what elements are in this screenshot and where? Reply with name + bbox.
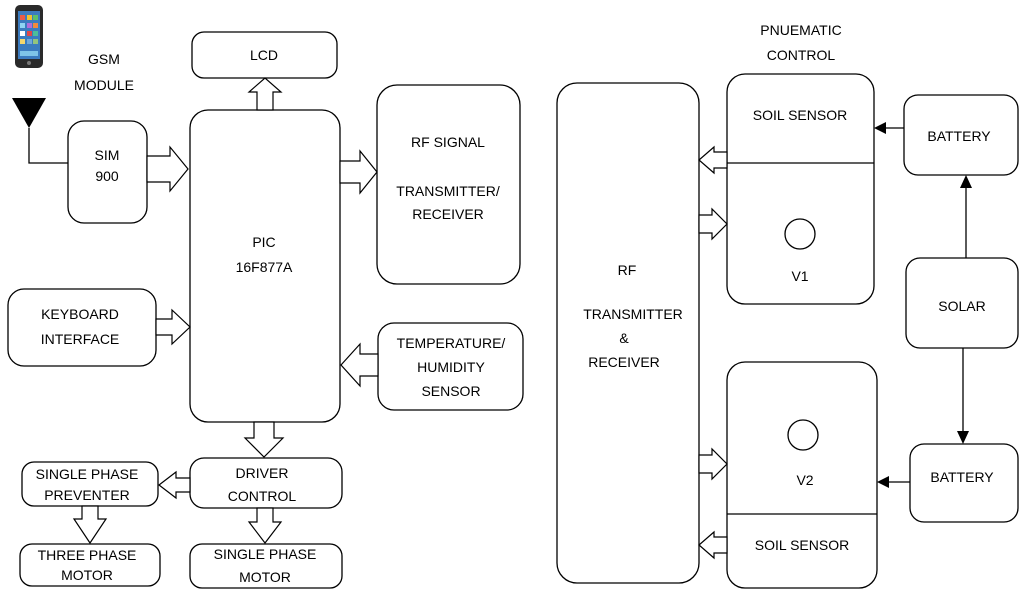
preventer-label-line1: SINGLE PHASE <box>36 466 139 482</box>
arrow-soil-sensor-bottom-to-rf <box>698 530 728 560</box>
rf-transmitter-receiver-block: RF TRANSMITTER & RECEIVER <box>556 82 700 584</box>
battery-bottom-label: BATTERY <box>930 469 994 485</box>
rf-tr-label-line2: TRANSMITTER <box>583 306 683 322</box>
arrow-battery-bottom-to-valve2 <box>877 476 910 488</box>
arrow-pic-to-rf-signal <box>339 149 378 195</box>
battery-top-label: BATTERY <box>927 128 991 144</box>
v2-label: V2 <box>796 472 813 488</box>
battery-top-block: BATTERY <box>903 94 1019 176</box>
driver-label-line2: CONTROL <box>228 488 297 504</box>
three-motor-label-line2: MOTOR <box>61 567 113 583</box>
pic-label-line1: PIC <box>252 234 275 250</box>
temp-label-line1: TEMPERATURE/ <box>397 335 506 351</box>
single-motor-label-line2: MOTOR <box>239 569 291 585</box>
keyboard-label-line2: INTERFACE <box>41 331 120 347</box>
single-phase-motor-block: SINGLE PHASE MOTOR <box>189 543 343 589</box>
gsm-module-label-line1: GSM <box>88 51 120 67</box>
valve2-unit: V2 SOIL SENSOR <box>726 361 878 589</box>
sim900-label-line1: SIM <box>95 147 120 163</box>
single-phase-preventer-block: SINGLE PHASE PREVENTER <box>21 461 159 507</box>
pic-label-line2: 16F877A <box>236 259 293 275</box>
arrow-rf-to-v1 <box>698 207 728 241</box>
preventer-label-line2: PREVENTER <box>44 487 130 503</box>
mobile-phone-icon <box>15 5 43 68</box>
arrow-sim-to-pic <box>146 145 189 193</box>
arrow-battery-top-to-valve1 <box>874 122 904 134</box>
rf-signal-label-line2: TRANSMITTER/ <box>396 183 500 199</box>
rf-tr-label-line1: RF <box>618 262 637 278</box>
soil-sensor-bottom-label: SOIL SENSOR <box>755 537 849 553</box>
arrow-pic-to-driver <box>243 421 285 458</box>
soil-sensor-top-label: SOIL SENSOR <box>753 107 847 123</box>
arrow-temp-to-pic <box>340 342 379 388</box>
rf-signal-label-line3: RECEIVER <box>412 206 484 222</box>
driver-label-line1: DRIVER <box>236 465 289 481</box>
arrow-pic-to-lcd <box>247 77 283 111</box>
arrow-rf-to-v2 <box>698 447 728 481</box>
keyboard-label-line1: KEYBOARD <box>41 306 119 322</box>
valve1-unit: SOIL SENSOR V1 <box>726 73 875 305</box>
driver-control-block: DRIVER CONTROL <box>189 457 343 509</box>
solar-block: SOLAR <box>905 257 1019 349</box>
temperature-humidity-sensor-block: TEMPERATURE/ HUMIDITY SENSOR <box>377 322 524 411</box>
arrow-driver-to-preventer <box>158 470 191 500</box>
arrow-soil-sensor-top-to-rf <box>698 145 728 175</box>
single-motor-label-line1: SINGLE PHASE <box>214 546 317 562</box>
solar-label: SOLAR <box>938 298 985 314</box>
lcd-block: LCD <box>191 31 338 79</box>
pneumatic-control-label-line2: CONTROL <box>767 47 836 63</box>
rf-tr-label-line3: & <box>619 330 629 346</box>
arrow-preventer-to-three-phase-motor <box>72 505 108 545</box>
sim900-block: SIM 900 <box>67 120 148 224</box>
lcd-label: LCD <box>250 47 278 63</box>
valve1-indicator <box>784 218 816 250</box>
pneumatic-control-label-line1: PNUEMATIC <box>760 22 841 38</box>
keyboard-interface-block: KEYBOARD INTERFACE <box>7 288 157 367</box>
rf-signal-block: RF SIGNAL TRANSMITTER/ RECEIVER <box>376 84 521 285</box>
arrow-solar-to-battery-bottom <box>957 348 969 444</box>
rf-tr-label-line4: RECEIVER <box>588 354 660 370</box>
pic-microcontroller-block: PIC 16F877A <box>189 109 341 423</box>
antenna-icon <box>12 98 68 164</box>
arrow-keyboard-to-pic <box>155 308 191 346</box>
temp-label-line2: HUMIDITY <box>417 359 485 375</box>
valve2-indicator <box>787 419 819 451</box>
gsm-module-label-line2: MODULE <box>74 77 134 93</box>
arrow-solar-to-battery-top <box>960 175 972 258</box>
rf-signal-label-line1: RF SIGNAL <box>411 134 485 150</box>
three-phase-motor-block: THREE PHASE MOTOR <box>19 543 161 587</box>
arrow-driver-to-single-phase-motor <box>247 507 283 544</box>
v1-label: V1 <box>791 268 808 284</box>
battery-bottom-block: BATTERY <box>909 443 1019 523</box>
sim900-label-line2: 900 <box>95 168 119 184</box>
temp-label-line3: SENSOR <box>421 383 480 399</box>
three-motor-label-line1: THREE PHASE <box>38 547 137 563</box>
